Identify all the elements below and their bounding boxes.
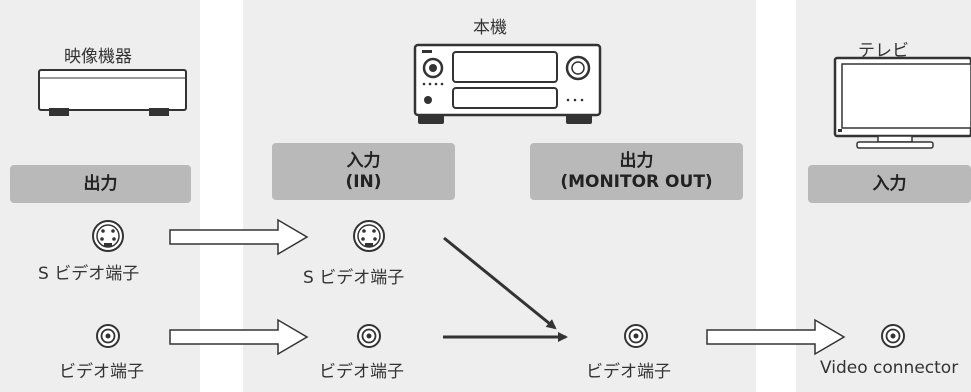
s-video-connector-icon [353,220,385,252]
source-video-label: ビデオ端子 [59,362,144,382]
tv-input-header: 入力 [808,165,971,203]
unit-output-header: 出力 (MONITOR OUT) [530,143,743,200]
tv-icon [833,56,971,149]
video-connector-icon [881,324,905,348]
cable-arrow-video-in [169,318,309,356]
signal-line-s-video [443,236,557,330]
source-title: 映像機器 [64,47,132,67]
av-receiver-icon [413,43,602,124]
source-s-video-label: S ビデオ端子 [38,264,140,284]
unit-input-video-label: ビデオ端子 [319,362,404,382]
unit-input-header: 入力 (IN) [272,143,455,200]
tv-title: テレビ [858,41,909,61]
video-connector-icon [624,324,648,348]
cable-arrow-video-out [706,318,846,356]
video-device-icon [38,69,187,116]
unit-output-video-label: ビデオ端子 [586,362,671,382]
video-connector-icon [357,324,381,348]
s-video-connector-icon [92,220,124,252]
cable-arrow-s-video [169,218,309,256]
unit-title: 本機 [473,18,507,38]
tv-video-label: Video connector [820,358,959,378]
source-output-header: 出力 [10,165,191,203]
unit-s-video-label: S ビデオ端子 [303,268,405,288]
video-connector-icon [96,324,120,348]
